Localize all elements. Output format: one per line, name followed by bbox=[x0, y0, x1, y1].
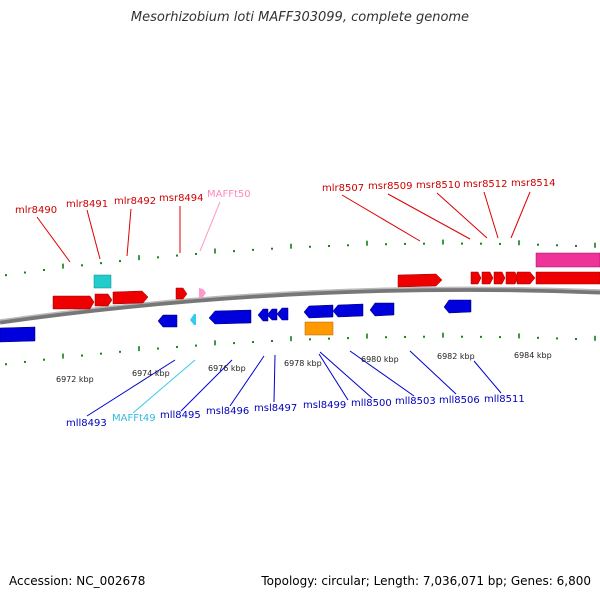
scale-label-6976: 6976 kbp bbox=[208, 364, 246, 373]
label-msl8499[interactable]: msl8499 bbox=[303, 400, 346, 411]
label-msl8497[interactable]: msl8497 bbox=[254, 403, 297, 414]
scale-label-6984: 6984 kbp bbox=[514, 351, 552, 360]
genome-summary-text: Topology: circular; Length: 7,036,071 bp… bbox=[261, 574, 591, 588]
label-mlr8492[interactable]: mlr8492 bbox=[114, 196, 156, 207]
gene-mll8500[interactable] bbox=[303, 304, 334, 319]
gene-mlr8491[interactable] bbox=[94, 293, 113, 307]
scale-label-6972: 6972 kbp bbox=[56, 375, 94, 384]
label-msr8514[interactable]: msr8514 bbox=[511, 178, 556, 189]
misc-feature-pink[interactable] bbox=[535, 252, 600, 268]
genome-backbone bbox=[0, 286, 600, 325]
gene-msr8510[interactable] bbox=[481, 271, 494, 285]
scale-label-6982: 6982 kbp bbox=[437, 352, 475, 361]
gene-msr8494[interactable] bbox=[175, 287, 188, 300]
gene-mll8503[interactable] bbox=[332, 303, 364, 318]
gene-mll8511[interactable] bbox=[443, 299, 472, 314]
gene-forward-unlabeled-1[interactable] bbox=[505, 271, 519, 285]
upper-tick-row bbox=[5, 239, 596, 277]
leader-MAFFt50 bbox=[199, 201, 221, 252]
gene-mlr8490[interactable] bbox=[52, 295, 95, 310]
genome-backbone-highlight bbox=[0, 286, 600, 321]
misc-feature-orange[interactable] bbox=[304, 321, 334, 336]
gene-mll8493[interactable] bbox=[157, 314, 178, 328]
label-msr8509[interactable]: msr8509 bbox=[368, 181, 413, 192]
gene-mlr8492[interactable] bbox=[112, 290, 149, 305]
gene-msr8514[interactable] bbox=[516, 271, 536, 285]
label-mlr8490[interactable]: mlr8490 bbox=[15, 205, 57, 216]
forward-strand-genes bbox=[52, 271, 600, 310]
top-leader-lines bbox=[36, 191, 531, 263]
label-mlr8507[interactable]: mlr8507 bbox=[322, 183, 364, 194]
gene-msr8512[interactable] bbox=[493, 271, 506, 285]
label-MAFFt50[interactable]: MAFFt50 bbox=[207, 189, 251, 200]
leader-MAFFt49 bbox=[132, 359, 196, 414]
scale-label-6974: 6974 kbp bbox=[132, 369, 170, 378]
label-mll8506[interactable]: mll8506 bbox=[439, 395, 480, 406]
label-mll8495[interactable]: mll8495 bbox=[160, 410, 201, 421]
label-mlr8491[interactable]: mlr8491 bbox=[66, 199, 108, 210]
label-mll8493[interactable]: mll8493 bbox=[66, 418, 107, 429]
scale-label-6980: 6980 kbp bbox=[361, 355, 399, 364]
misc-feature-cyan[interactable] bbox=[93, 274, 112, 289]
label-mll8511[interactable]: mll8511 bbox=[484, 394, 525, 405]
label-mll8500[interactable]: mll8500 bbox=[351, 398, 392, 409]
gene-msl8497[interactable] bbox=[266, 308, 278, 321]
gene-reverse-edge[interactable] bbox=[0, 326, 36, 343]
accession-text: Accession: NC_002678 bbox=[9, 574, 146, 588]
trna-MAFFt50[interactable] bbox=[199, 288, 206, 298]
map-title: Mesorhizobium loti MAFF303099, complete … bbox=[130, 10, 470, 25]
label-mll8503[interactable]: mll8503 bbox=[395, 396, 436, 407]
gene-msl8496[interactable] bbox=[257, 308, 269, 322]
bottom-leader-lines bbox=[86, 350, 502, 417]
label-msr8510[interactable]: msr8510 bbox=[416, 180, 461, 191]
trna-MAFFt49[interactable] bbox=[190, 314, 196, 325]
label-msr8494[interactable]: msr8494 bbox=[159, 193, 204, 204]
label-MAFFt49[interactable]: MAFFt49 bbox=[112, 413, 156, 424]
gene-msr8509[interactable] bbox=[470, 271, 482, 285]
reverse-strand-genes bbox=[0, 299, 472, 343]
lower-tick-row bbox=[5, 332, 596, 366]
gene-mll8495[interactable] bbox=[208, 309, 252, 325]
gene-mll8506[interactable] bbox=[369, 302, 395, 317]
label-msr8512[interactable]: msr8512 bbox=[463, 179, 508, 190]
scale-label-6978: 6978 kbp bbox=[284, 359, 322, 368]
gene-msl8499[interactable] bbox=[276, 307, 289, 321]
label-msl8496[interactable]: msl8496 bbox=[206, 406, 249, 417]
gene-mlr8507[interactable] bbox=[397, 273, 443, 288]
gene-forward-edge[interactable] bbox=[535, 271, 600, 285]
